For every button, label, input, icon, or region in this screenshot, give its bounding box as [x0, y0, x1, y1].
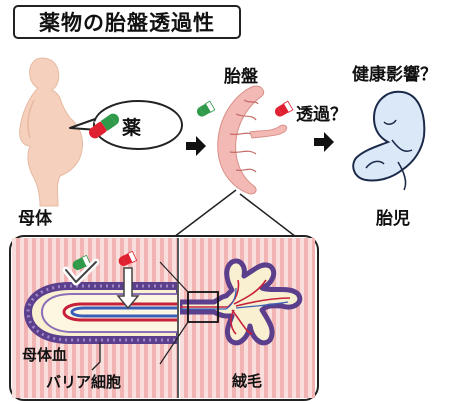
mother-label: 母体: [18, 209, 52, 229]
transfer-label: 透過？: [296, 105, 347, 125]
villi-detail: [180, 238, 315, 398]
fetus-label: 胎児: [376, 209, 410, 229]
leader-line: [91, 342, 101, 371]
capsule-icon: [88, 113, 120, 139]
page-title: 薬物の胎盤透過性: [13, 5, 241, 39]
arrow-right-icon: [186, 136, 206, 156]
fetus-icon: [352, 90, 426, 191]
placenta-label: 胎盤: [224, 67, 258, 87]
check-icon: [62, 258, 100, 286]
capsule-icon: [72, 254, 92, 270]
down-arrow-icon: [116, 267, 140, 310]
villus-detail: [12, 238, 177, 398]
pregnant-woman-icon: [19, 57, 83, 207]
health-effect-label: 健康影響？: [352, 65, 437, 85]
maternal-blood-label: 母体血: [22, 346, 68, 364]
arrow-right-icon: [314, 132, 334, 152]
capsule-icon: [196, 100, 216, 117]
placenta-icon: [217, 85, 287, 195]
zoom-line: [169, 189, 237, 241]
villi-label: 絨毛: [232, 372, 263, 390]
capsule-icon: [118, 250, 138, 266]
capsule-icon: [274, 100, 294, 117]
barrier-cells-label: バリア細胞: [46, 373, 122, 391]
zoom-line: [239, 193, 301, 241]
drug-label: 薬: [122, 117, 142, 139]
